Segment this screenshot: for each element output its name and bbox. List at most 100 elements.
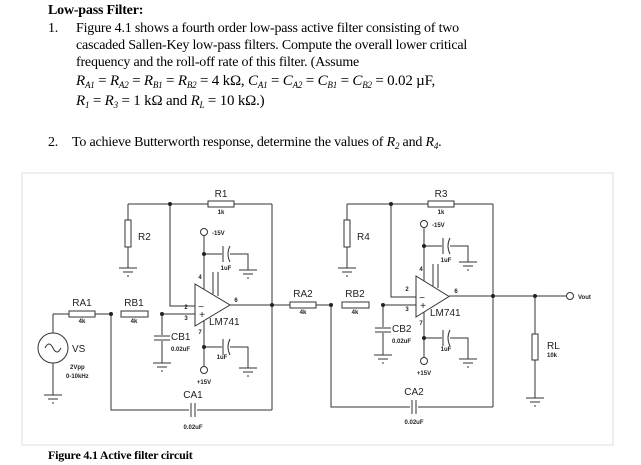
junction-dot bbox=[202, 252, 206, 256]
label-neg: -15V bbox=[432, 223, 445, 229]
junction-dot bbox=[422, 336, 426, 340]
label-ca2v: 0.02uF bbox=[404, 420, 423, 426]
label-cb1: CB1 bbox=[171, 332, 191, 343]
ground-icon bbox=[44, 394, 62, 404]
label-ca2: CA2 bbox=[404, 387, 424, 398]
ground-icon bbox=[338, 267, 356, 277]
wire bbox=[204, 253, 249, 270]
minus-sign: − bbox=[419, 293, 425, 304]
capacitor-bypass-pos bbox=[442, 330, 450, 346]
junction-dot bbox=[422, 244, 426, 248]
q1-line-3: frequency and the roll-off rate of this … bbox=[76, 55, 360, 70]
ground-icon bbox=[153, 362, 171, 372]
label-rb2v: 4k bbox=[352, 310, 359, 316]
label-r1v: 1k bbox=[218, 210, 225, 216]
label-pos: +15V bbox=[417, 371, 431, 377]
wire bbox=[204, 346, 249, 368]
label-cap: 1uF bbox=[441, 258, 452, 264]
resistor-rb1 bbox=[120, 310, 149, 318]
plus-sign: + bbox=[420, 301, 426, 312]
capacitor-ca2 bbox=[410, 400, 418, 414]
label-ca1v: 0.02uF bbox=[183, 425, 202, 431]
minus-sign: − bbox=[198, 302, 204, 313]
label-ra1v: 4k bbox=[79, 319, 86, 325]
label-pin4: 4 bbox=[198, 275, 202, 281]
wire bbox=[330, 305, 493, 408]
label-r3v: 1k bbox=[438, 210, 445, 216]
capacitor-cb1 bbox=[154, 335, 170, 341]
label-cap: 1uF bbox=[217, 355, 228, 361]
figure-caption: Figure 4.1 Active filter circuit bbox=[48, 448, 193, 462]
label-ca1: CA1 bbox=[183, 390, 203, 401]
capacitor-cb2-plates bbox=[375, 327, 391, 333]
plus-sign: + bbox=[199, 310, 205, 321]
label-pin7: 7 bbox=[198, 330, 202, 336]
terminal-icon bbox=[420, 357, 428, 365]
label-pin7: 7 bbox=[419, 321, 423, 327]
terminal-icon bbox=[420, 220, 428, 228]
sine-wave-icon bbox=[44, 343, 62, 353]
q2-number: 2. bbox=[48, 135, 59, 150]
ground-icon bbox=[374, 354, 392, 364]
wire bbox=[390, 204, 416, 298]
terminal-icon bbox=[200, 366, 208, 374]
label-vsv2: 0-10kHz bbox=[66, 374, 89, 380]
label-r3: R3 bbox=[435, 189, 448, 200]
label-pin4: 4 bbox=[419, 267, 423, 273]
capacitor-ca1-plates bbox=[190, 403, 196, 417]
resistor-rb2 bbox=[341, 301, 370, 309]
junction-dot bbox=[381, 303, 385, 307]
capacitor-bypass-neg-plates bbox=[442, 237, 451, 255]
q1-line-2: cascaded Sallen-Key low-pass filters. Co… bbox=[76, 38, 468, 53]
label-pin6: 6 bbox=[234, 298, 238, 304]
label-neg: -15V bbox=[212, 231, 225, 237]
label-cb2: CB2 bbox=[392, 324, 412, 335]
resistor-ra2 bbox=[289, 301, 317, 309]
wire bbox=[110, 314, 272, 411]
wire bbox=[424, 245, 469, 262]
label-pos: +15V bbox=[197, 380, 211, 386]
capacitor-bypass-pos bbox=[222, 339, 230, 355]
resistor-r2 bbox=[124, 219, 132, 248]
label-ra2v: 4k bbox=[300, 310, 307, 316]
figure-frame bbox=[21, 172, 614, 446]
capacitor-cb2 bbox=[375, 327, 391, 333]
capacitor-ca1 bbox=[189, 403, 197, 417]
q1-line-1: Figure 4.1 shows a fourth order low-pass… bbox=[76, 21, 459, 36]
junction-dot bbox=[270, 303, 274, 307]
opamp-2 bbox=[415, 275, 450, 318]
label-r4: R4 bbox=[357, 232, 370, 243]
q1-number: 1. bbox=[48, 21, 59, 36]
label-pin3: 3 bbox=[405, 307, 409, 313]
junction-dot bbox=[491, 294, 495, 298]
label-pin2: 2 bbox=[184, 305, 188, 311]
resistor-r4 bbox=[343, 219, 351, 248]
label-op1: LM741 bbox=[209, 317, 240, 328]
label-ra1: RA1 bbox=[72, 298, 92, 309]
junction-dot bbox=[109, 312, 113, 316]
label-rlv: 10k bbox=[547, 353, 558, 359]
resistor-r1 bbox=[207, 200, 235, 208]
label-pin2: 2 bbox=[405, 287, 409, 293]
resistor-ra1 bbox=[68, 310, 96, 318]
label-ra2: RA2 bbox=[293, 289, 313, 300]
wire bbox=[424, 337, 469, 359]
capacitor-ca2-plates bbox=[411, 400, 417, 414]
q1-equation-1: RA1 = RA2 = RB1 = RB2 = 4 kΩ, CA1 = CA2 … bbox=[76, 73, 436, 90]
ground-icon bbox=[459, 261, 477, 271]
label-vsv1: 2Vpp bbox=[70, 365, 85, 371]
capacitor-bypass-pos-plates bbox=[442, 329, 451, 347]
label-pin3: 3 bbox=[184, 316, 188, 322]
label-r2: R2 bbox=[138, 232, 151, 243]
ground-icon bbox=[239, 367, 257, 377]
opamp-1 bbox=[194, 283, 231, 327]
ground-icon bbox=[239, 269, 257, 279]
resistor-rl bbox=[531, 333, 539, 361]
heading: Low-pass Filter: bbox=[48, 3, 144, 18]
capacitor-bypass-pos-plates bbox=[222, 338, 231, 356]
q1-equation-2: R1 = R3 = 1 kΩ and RL = 10 kΩ.) bbox=[76, 93, 265, 110]
label-cb1v: 0.02uF bbox=[171, 347, 190, 353]
label-op2: LM741 bbox=[430, 308, 461, 319]
junction-dot bbox=[160, 312, 164, 316]
